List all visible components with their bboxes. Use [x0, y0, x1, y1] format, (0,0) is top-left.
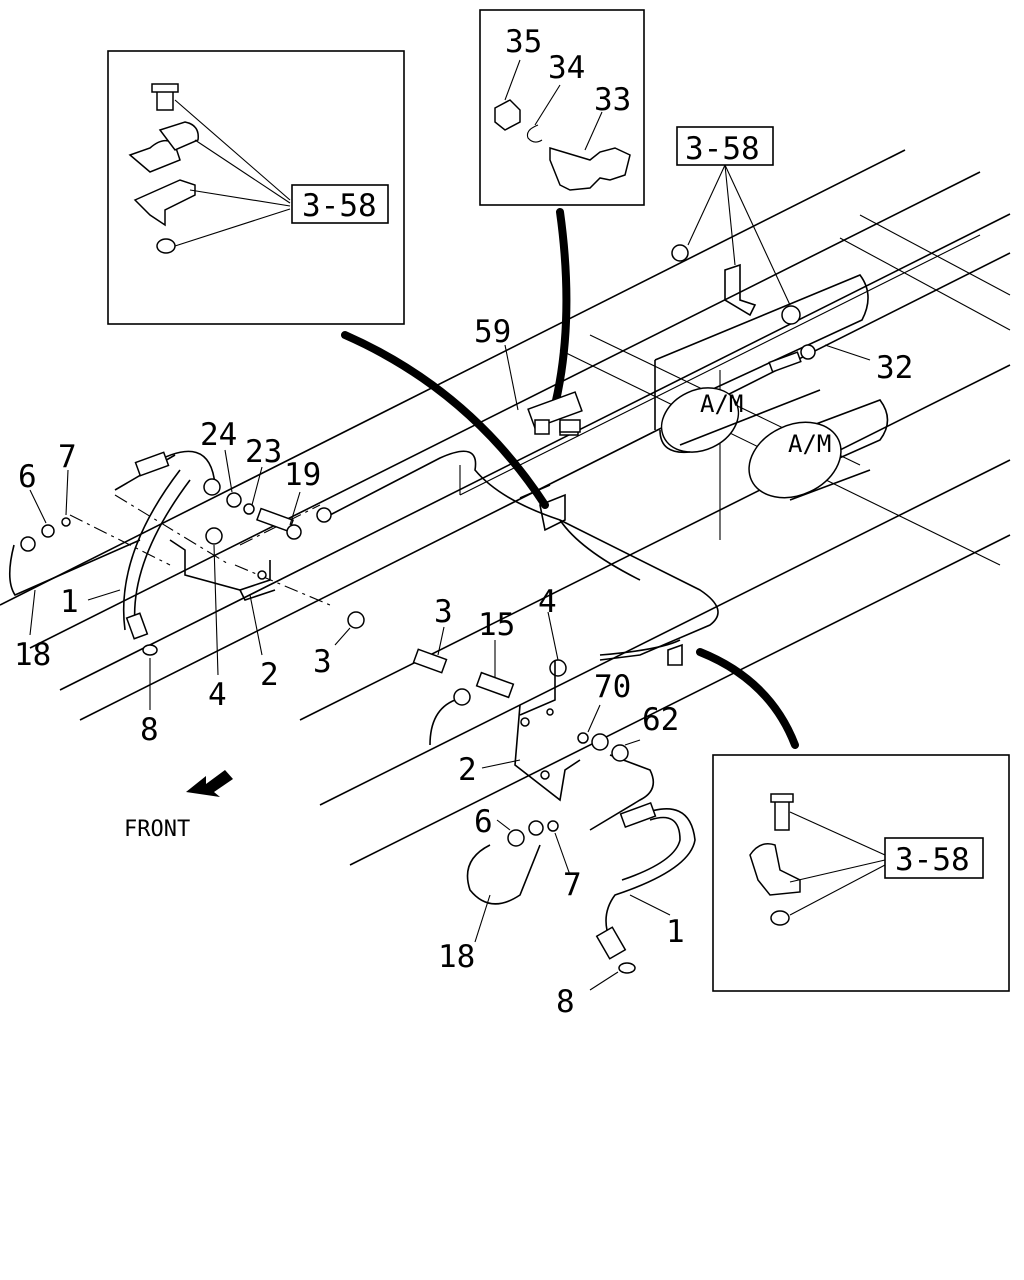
callout-leaders — [29, 344, 871, 991]
callout-32: 32 — [876, 350, 913, 386]
inset-clamp-top-left — [107, 50, 405, 325]
ref-3-58-inset-bottom: 3-58 — [895, 842, 970, 878]
callout-7-middle: 7 — [563, 867, 582, 903]
callout-35: 35 — [505, 24, 542, 60]
callout-18-middle: 18 — [438, 939, 475, 975]
air-tanks — [654, 274, 889, 501]
callout-19: 19 — [284, 457, 321, 493]
chassis-frame — [0, 149, 1011, 866]
callout-62: 62 — [642, 702, 679, 738]
ref-box-top-right — [676, 126, 791, 306]
callout-3-left: 3 — [313, 644, 332, 680]
callout-7-left: 7 — [58, 439, 77, 475]
callout-70: 70 — [594, 669, 631, 705]
callout-4-middle: 4 — [538, 584, 557, 620]
callout-3-middle: 3 — [434, 594, 453, 630]
fittings — [20, 244, 816, 974]
callout-59: 59 — [474, 314, 511, 350]
ref-3-58-inset-left: 3-58 — [302, 188, 377, 224]
callout-33: 33 — [594, 82, 631, 118]
inset-leaders — [341, 208, 799, 749]
callout-34: 34 — [548, 50, 585, 86]
callout-8-right: 8 — [556, 984, 575, 1020]
front-label: FRONT — [124, 817, 190, 842]
ref-3-58-top-right: 3-58 — [685, 131, 760, 167]
callout-18-left: 18 — [14, 637, 51, 673]
callout-2-middle: 2 — [458, 752, 477, 788]
tank-label-am-2: A/M — [788, 430, 831, 458]
callout-8-left: 8 — [140, 712, 159, 748]
inset-clamp-bottom-right — [712, 754, 1010, 992]
callout-24: 24 — [200, 417, 237, 453]
callout-6-middle: 6 — [474, 804, 493, 840]
callout-4-left: 4 — [208, 677, 227, 713]
callout-1-left: 1 — [60, 584, 79, 620]
callout-6-left: 6 — [18, 459, 37, 495]
callout-2-left: 2 — [260, 657, 279, 693]
front-arrow-icon — [186, 770, 233, 797]
callout-1-right: 1 — [666, 914, 685, 950]
callout-23: 23 — [245, 434, 282, 470]
tank-label-am-1: A/M — [700, 390, 743, 418]
inset-tee-fitting — [479, 9, 645, 206]
callout-15: 15 — [478, 607, 515, 643]
